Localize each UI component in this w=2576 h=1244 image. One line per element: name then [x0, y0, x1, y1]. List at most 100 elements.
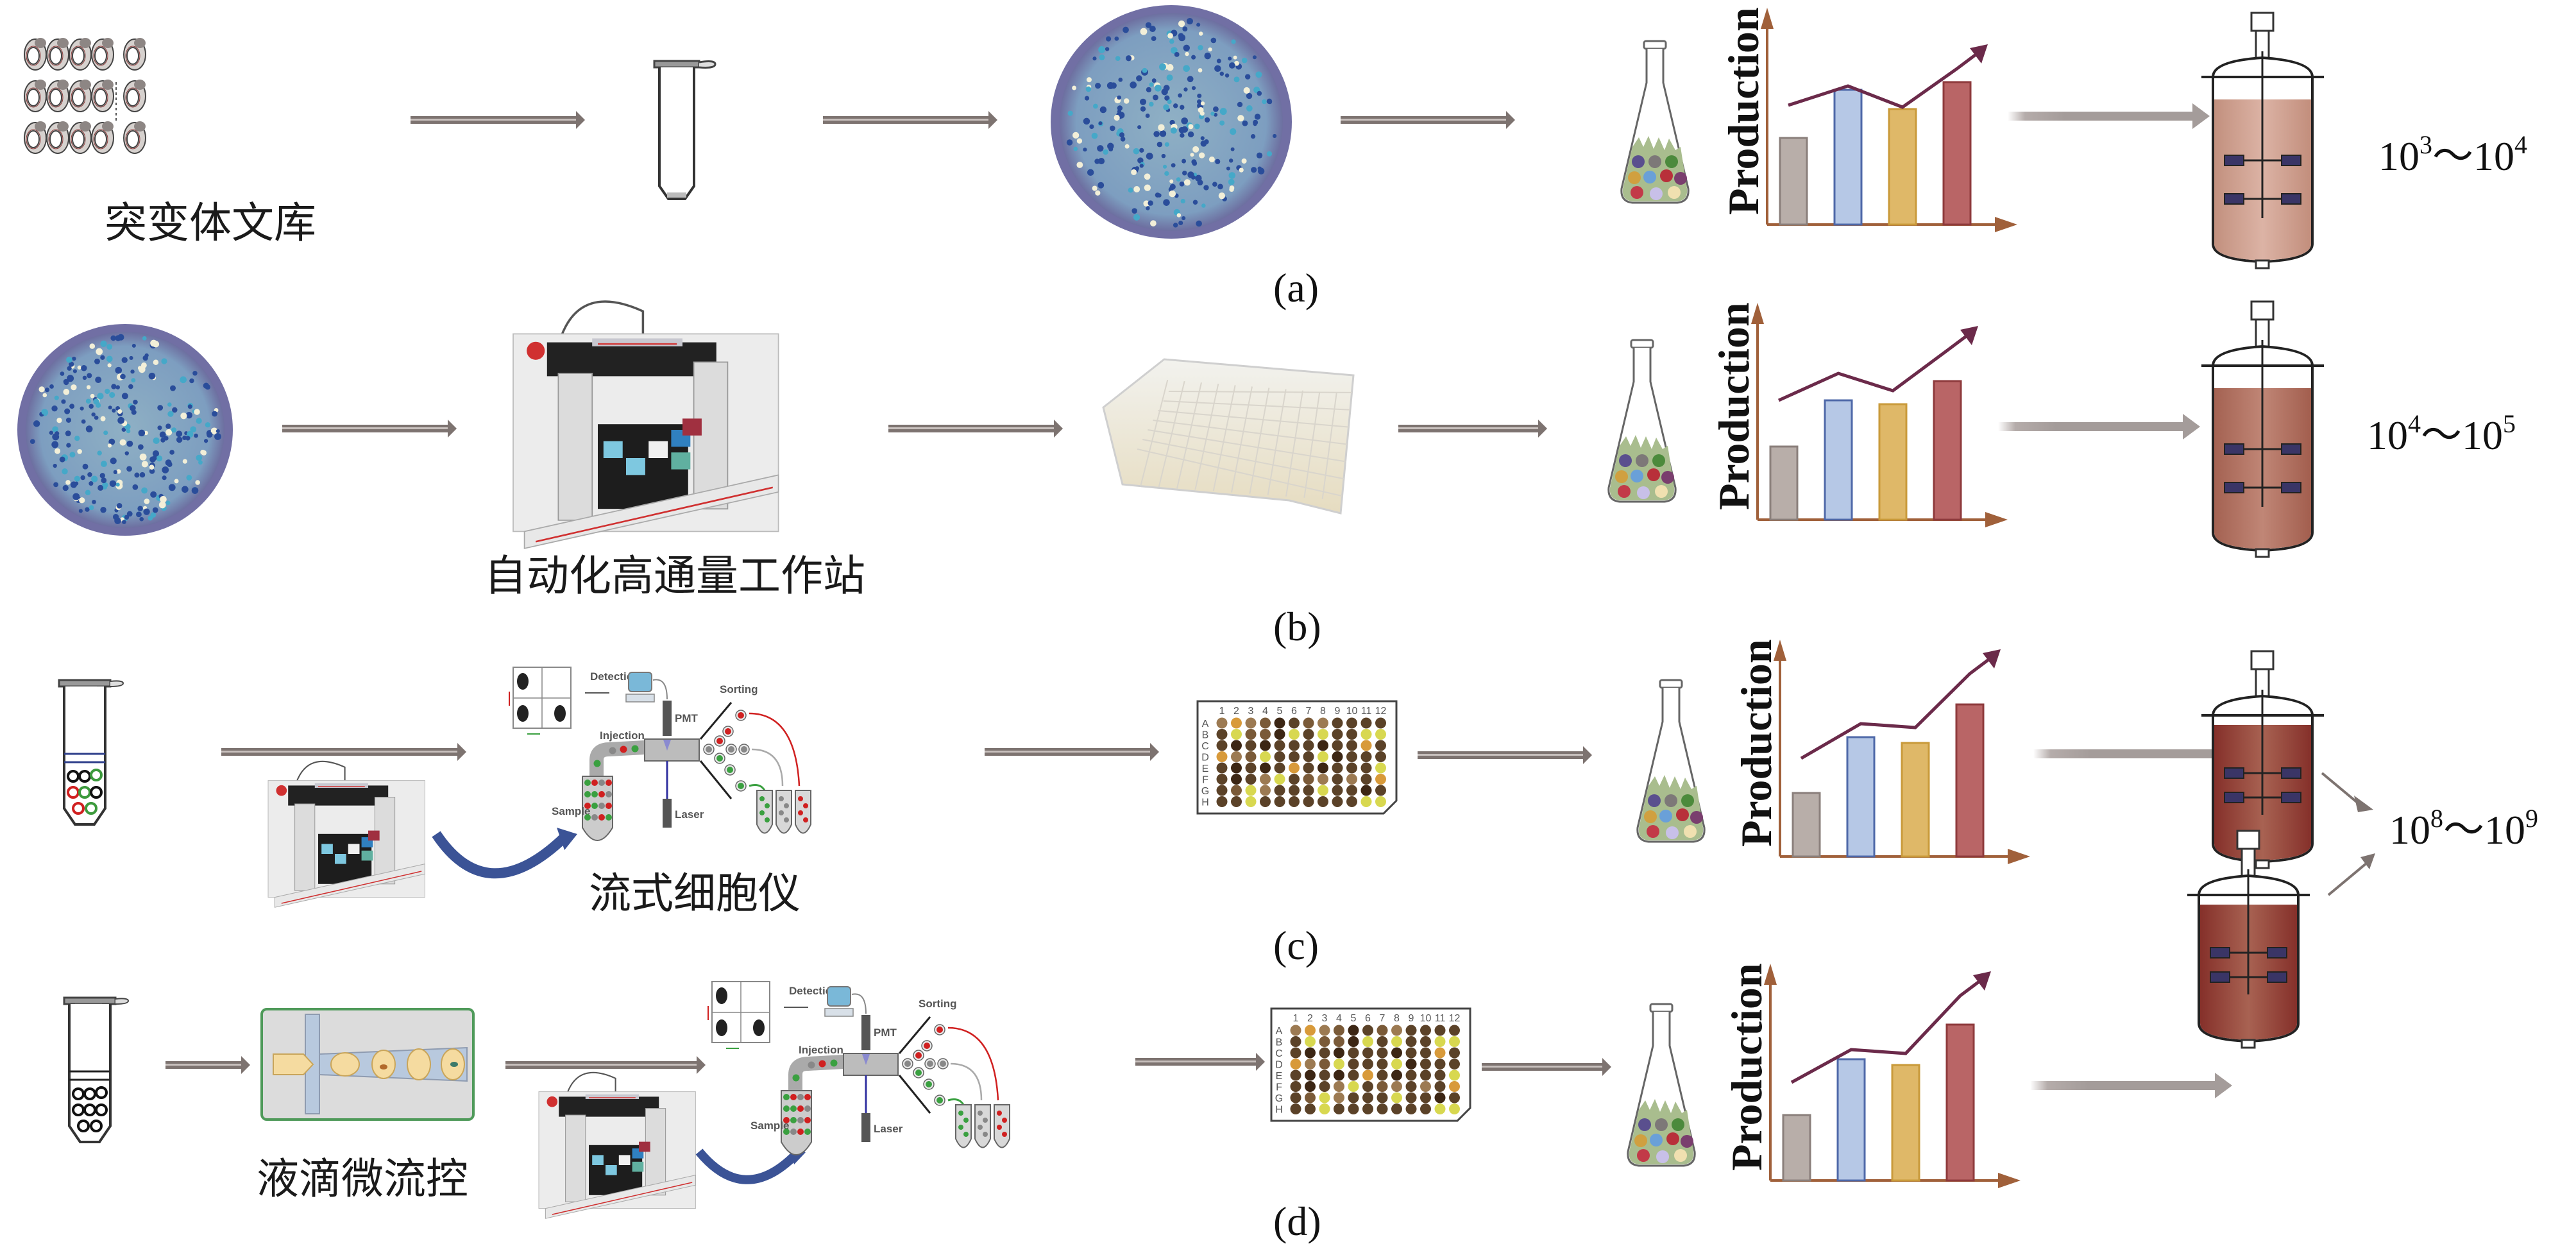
- colony-dot: [1151, 36, 1157, 42]
- colony-dot: [115, 366, 123, 374]
- colony-dot: [1144, 173, 1151, 180]
- colony-dot: [1171, 47, 1178, 54]
- well: [1260, 774, 1271, 785]
- colony-dot: [100, 355, 105, 360]
- colony-dot: [117, 416, 125, 424]
- colony-dot: [79, 497, 85, 504]
- colony-dot: [63, 389, 70, 395]
- colony-dot: [1083, 148, 1087, 152]
- row-a: 突变体文库 Production: [24, 5, 2527, 311]
- colony-dot: [1086, 77, 1092, 83]
- trend-arrowhead: [1960, 326, 1978, 345]
- plate-row-label: E: [1202, 763, 1209, 774]
- cell-icon: [123, 38, 146, 71]
- arrow-d3: [1135, 1053, 1265, 1071]
- colony-dot: [1208, 156, 1215, 163]
- colony-dot: [1145, 114, 1150, 118]
- plate-row-label: B: [1202, 730, 1209, 741]
- colony-dot: [1154, 84, 1162, 92]
- well: [1377, 1069, 1388, 1081]
- colony-dot: [112, 514, 119, 520]
- colony-dot: [1084, 96, 1090, 101]
- colony-dot: [216, 429, 220, 434]
- scale-up-arrow-a: [2008, 103, 2210, 129]
- colony-dot: [1170, 127, 1177, 134]
- well: [1348, 1103, 1359, 1114]
- colony-dot: [109, 480, 117, 488]
- liquid-handling-robot-icon: [267, 760, 425, 908]
- yeast-cell-icon: [1681, 794, 1694, 807]
- colony-dot: [1167, 99, 1172, 105]
- colony-dot: [203, 382, 209, 389]
- colony-dot: [1234, 60, 1239, 66]
- well: [1377, 1025, 1388, 1036]
- colony-dot: [1228, 172, 1236, 179]
- well: [1334, 1047, 1344, 1059]
- bar-4: [1945, 1023, 1975, 1182]
- well: [1274, 751, 1285, 762]
- well: [1290, 1081, 1301, 1092]
- mutant-library-cells: [24, 38, 146, 154]
- colony-dot: [1200, 140, 1207, 147]
- colony-dot: [81, 419, 86, 424]
- colony-dot: [162, 475, 167, 481]
- colony-dot: [91, 412, 96, 417]
- cell-icon: [123, 121, 146, 154]
- colony-dot: [133, 400, 138, 405]
- panel-label-b: (b): [1273, 604, 1321, 649]
- arrow-c1: [221, 743, 466, 761]
- colony-dot: [96, 348, 103, 355]
- collection-tube: [756, 790, 773, 834]
- well: [1334, 1103, 1344, 1114]
- well: [1289, 751, 1300, 762]
- colony-dot: [1267, 99, 1273, 105]
- well: [1332, 740, 1343, 751]
- well: [1346, 774, 1357, 785]
- colony-dot: [1146, 87, 1152, 92]
- well: [1360, 751, 1372, 762]
- well: [1303, 774, 1314, 785]
- shake-flask-icon: [1627, 1003, 1696, 1167]
- yeast-cell-icon: [1655, 1118, 1668, 1131]
- well: [1319, 1103, 1330, 1114]
- well: [1289, 717, 1300, 729]
- production-chart-d: Production: [1722, 963, 2021, 1188]
- well: [1449, 1103, 1460, 1114]
- impeller-blade: [2224, 155, 2244, 166]
- well: [1362, 1047, 1373, 1059]
- colony-dot: [60, 371, 65, 376]
- well: [1334, 1092, 1344, 1103]
- impeller-blade: [2267, 971, 2287, 983]
- throughput-c-d: 108～109: [2389, 804, 2538, 853]
- cell-ring-icon: [83, 1087, 96, 1100]
- throughput-a: 103～104: [2378, 130, 2527, 179]
- colony-dot: [1095, 83, 1101, 89]
- colony-dot: [77, 365, 81, 370]
- colony-dot: [196, 418, 202, 424]
- cell-icon: [46, 38, 69, 71]
- colony-dot: [97, 393, 104, 400]
- well: [1290, 1069, 1301, 1081]
- colony-dot: [162, 466, 169, 473]
- colony-dot: [82, 463, 89, 470]
- trend-line: [1800, 653, 1997, 760]
- well: [1405, 1059, 1417, 1069]
- well: [1274, 774, 1285, 785]
- colony-dot: [72, 493, 80, 500]
- colony-dot: [102, 484, 107, 490]
- well: [1318, 774, 1328, 785]
- colony-dot: [1169, 190, 1176, 198]
- yeast-cell-icon: [1655, 485, 1668, 498]
- cell-cluster: [517, 705, 529, 722]
- colony-dot: [121, 427, 126, 432]
- plate-column-label: 5: [1351, 1013, 1357, 1024]
- colony-dot: [1159, 130, 1167, 137]
- colony-dot: [107, 443, 112, 448]
- yeast-cell-icon: [1648, 155, 1661, 168]
- impeller-blade: [2210, 947, 2230, 959]
- colony-dot: [51, 441, 59, 448]
- plate-column-label: 2: [1233, 706, 1239, 717]
- colony-dot: [66, 356, 72, 363]
- scale-up-arrow-c: [2033, 741, 2235, 767]
- colony-dot: [176, 436, 183, 443]
